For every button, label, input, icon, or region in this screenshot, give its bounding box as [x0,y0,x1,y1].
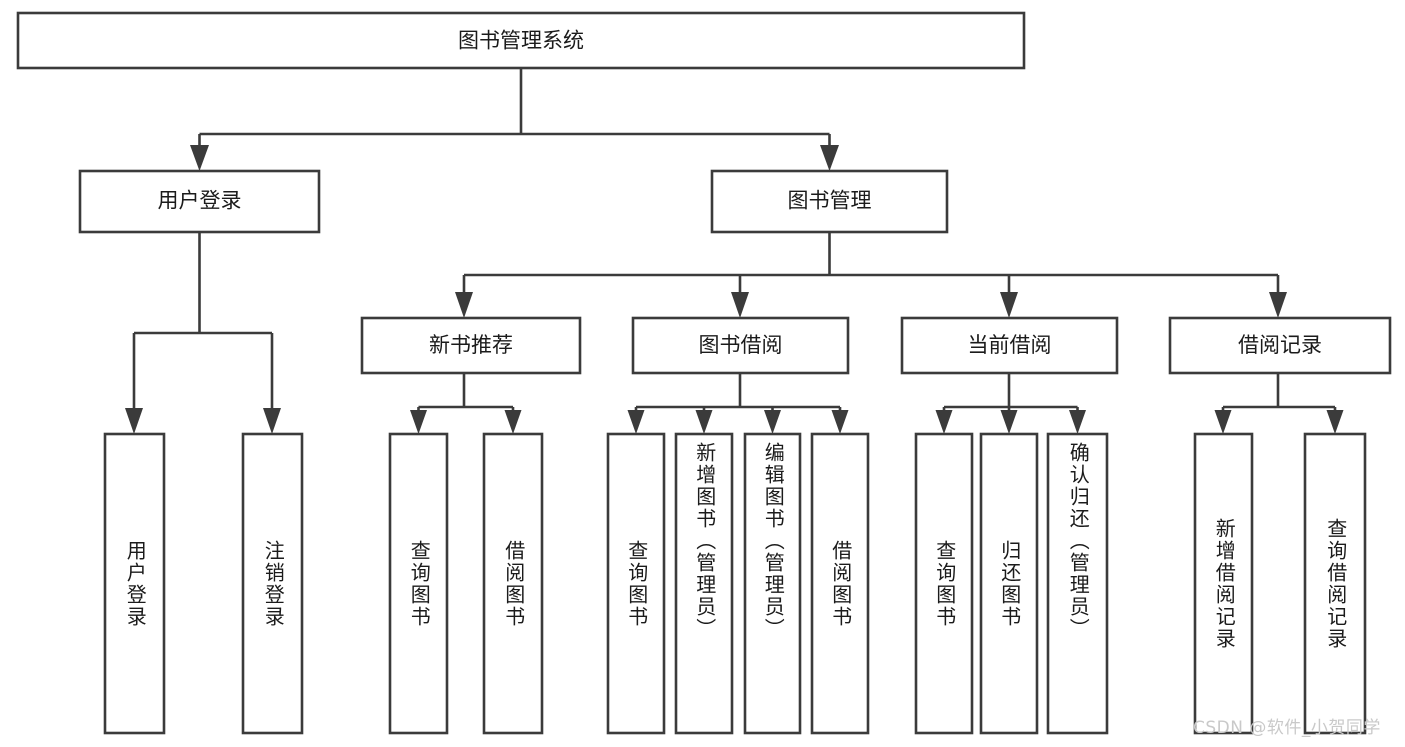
arrow-head-leaf-edit-book-admin [764,410,781,434]
arrow-head-leaf-query-book-1 [410,410,427,434]
edges-book-manage-to-level3 [455,232,1287,318]
node-leaf-user-login-rect[interactable] [103,432,166,735]
edges-current-borrow-to-leaves [935,373,1086,434]
arrow-head-leaf-user-login [125,408,143,434]
node-borrow-record-rect[interactable] [1168,316,1392,375]
node-book-manage-rect[interactable] [710,169,949,234]
node-leaf-query-book-2-rect[interactable] [606,432,666,735]
node-leaf-return-book-rect[interactable] [979,432,1039,735]
node-current-borrow-rect[interactable] [900,316,1119,375]
node-leaf-confirm-return-admin-rect[interactable] [1046,432,1109,735]
node-user-login[interactable]: 用户登录 [78,169,321,234]
node-root-rect[interactable] [16,11,1026,70]
edges-book-borrow-to-leaves [627,373,849,434]
node-leaf-edit-book-admin-rect[interactable] [743,432,802,735]
node-new-book-recommend-label: 新书推荐 [429,333,513,357]
node-book-manage[interactable]: 图书管理 [710,169,949,234]
node-leaf-add-borrow-record-rect[interactable] [1193,432,1254,735]
arrow-head-leaf-logout [263,408,281,434]
node-leaf-logout-rect[interactable] [241,432,304,735]
arrow-head-book-borrow [731,292,749,318]
arrow-head-leaf-borrow-book-1 [504,410,522,434]
node-new-book-recommend-rect[interactable] [360,316,582,375]
arrow-head-borrow-record [1269,292,1287,318]
arrow-head-leaf-add-borrow-record [1214,410,1232,434]
arrow-head-current-borrow [1000,292,1018,318]
node-book-borrow-rect[interactable] [631,316,850,375]
arrow-head-leaf-add-book-admin [695,410,713,434]
node-root-label: 图书管理系统 [458,29,584,53]
arrow-head-leaf-query-book-2 [627,410,645,434]
node-leaf-add-book-admin-rect[interactable] [674,432,734,735]
node-leaf-query-book-1-rect[interactable] [388,432,449,735]
node-new-book-recommend[interactable]: 新书推荐 [360,316,582,375]
node-borrow-record-label: 借阅记录 [1238,333,1322,357]
node-root[interactable]: 图书管理系统 [16,11,1026,70]
edges-borrow-record-to-leaves [1214,373,1344,434]
node-user-login-label: 用户登录 [158,189,242,213]
arrow-head-new-book-recommend [455,292,473,318]
node-book-borrow-label: 图书借阅 [699,333,783,357]
arrow-head-leaf-query-borrow-record [1326,410,1344,434]
node-current-borrow[interactable]: 当前借阅 [900,316,1119,375]
arrow-head-leaf-borrow-book-2 [831,410,849,434]
arrow-head-leaf-query-book-3 [935,410,953,434]
node-leaf-query-borrow-record-rect[interactable] [1303,432,1367,735]
edges-user-login-to-leaves [125,232,281,434]
node-leaf-borrow-book-2-rect[interactable] [810,432,870,735]
arrow-head-book-manage [820,145,839,171]
node-book-manage-label: 图书管理 [788,189,872,213]
node-user-login-rect[interactable] [78,169,321,234]
arrow-head-leaf-return-book [1000,410,1018,434]
arrow-head-user-login [190,145,209,171]
edges-new-book-recommend-to-leaves [410,373,522,434]
node-book-borrow[interactable]: 图书借阅 [631,316,850,375]
node-leaf-query-book-3-rect[interactable] [914,432,974,735]
node-borrow-record[interactable]: 借阅记录 [1168,316,1392,375]
edges-root-to-level2 [190,68,839,171]
arrow-head-leaf-confirm-return-admin [1069,410,1086,434]
node-current-borrow-label: 当前借阅 [968,333,1052,357]
node-leaf-borrow-book-1-rect[interactable] [482,432,544,735]
leaf-nodes-group [103,432,1367,735]
